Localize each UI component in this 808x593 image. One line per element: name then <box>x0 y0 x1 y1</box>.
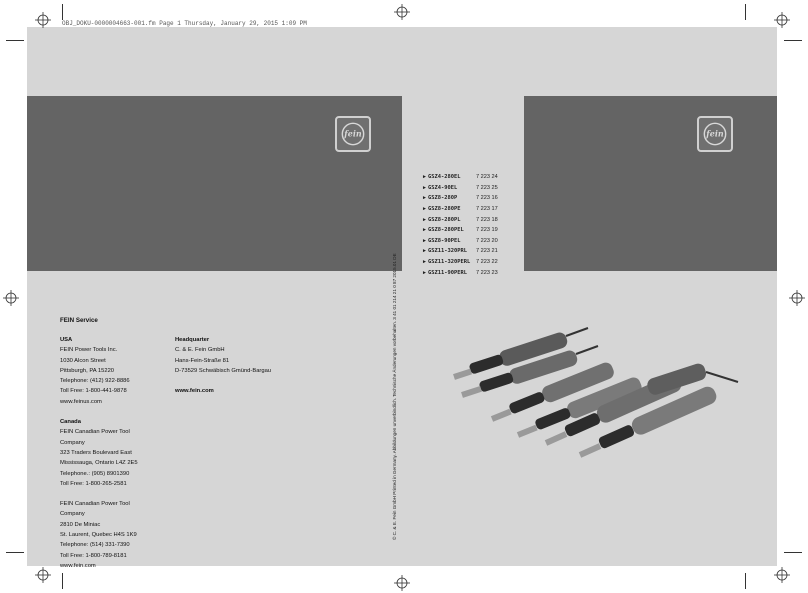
usa-website: www.feinus.com <box>60 398 102 405</box>
crop-mark <box>6 40 24 41</box>
fein-logo-icon-back: fein <box>697 116 733 152</box>
tool-4 <box>516 377 642 438</box>
canada-heading: Canada <box>60 419 81 426</box>
crop-mark <box>6 552 24 553</box>
tool-3 <box>490 362 614 422</box>
cover-band-right <box>524 96 777 271</box>
fein-logo-icon: fein <box>335 116 371 152</box>
crop-mark <box>784 552 802 553</box>
print-header: OBJ_DOKU-0000004663-001.fm Page 1 Thursd… <box>62 20 307 27</box>
registration-mark-icon <box>394 4 410 20</box>
crop-mark <box>745 4 746 20</box>
hq-website: www.fein.com <box>175 388 214 395</box>
tool-1 <box>453 327 589 380</box>
registration-mark-icon <box>3 290 19 306</box>
model-list-panel <box>402 96 524 271</box>
crop-mark <box>745 573 746 589</box>
spine-text: © C. & E. Fein GmbH Printed in Germany. … <box>392 253 397 540</box>
service-title: FEIN Service <box>60 317 98 324</box>
hq-heading: Headquarter <box>175 337 210 343</box>
tool-7 <box>647 363 739 395</box>
service-contacts-left: USA FEIN Power Tools Inc. 1030 Alcon Str… <box>60 335 160 571</box>
tool-6 <box>578 386 717 458</box>
crop-mark <box>62 573 63 589</box>
registration-mark-icon <box>789 290 805 306</box>
usa-heading: USA <box>60 337 73 343</box>
headquarter-contact: Headquarter C. & E. Fein GmbH Hans-Fein-… <box>175 335 295 396</box>
registration-mark-icon <box>35 567 51 583</box>
registration-mark-icon <box>774 567 790 583</box>
registration-mark-icon <box>774 12 790 28</box>
quebec-website: www.fein.com <box>60 562 96 569</box>
registration-mark-icon <box>35 12 51 28</box>
crop-mark <box>62 4 63 20</box>
logo-text-back: fein <box>705 129 724 139</box>
grinder-tools-illustration <box>453 327 739 458</box>
crop-mark <box>784 40 802 41</box>
logo-text: fein <box>343 129 362 139</box>
registration-mark-icon <box>394 575 410 591</box>
tool-2 <box>461 345 599 398</box>
